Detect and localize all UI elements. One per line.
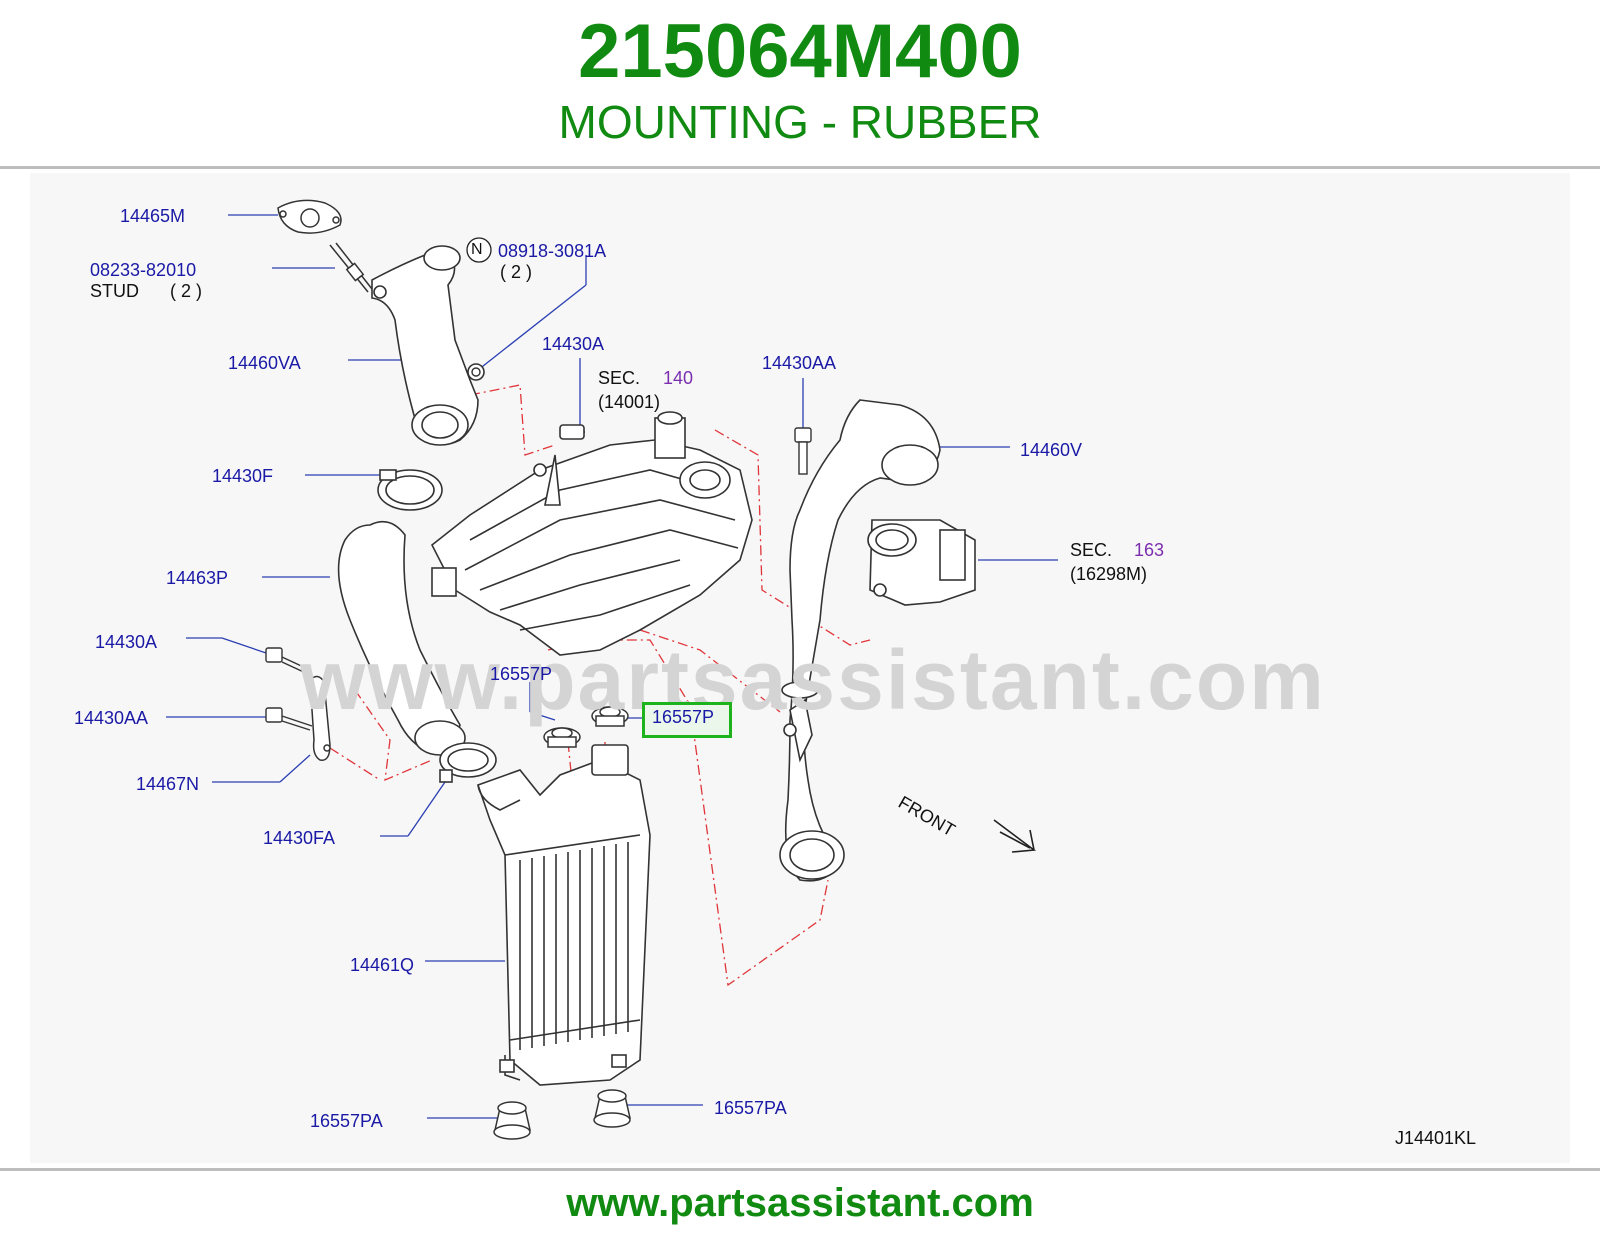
section-163-label: SEC. <box>1070 540 1113 560</box>
callout-14430AA-top[interactable]: 14430AA <box>762 353 837 373</box>
callout-16557PA-right[interactable]: 16557PA <box>714 1098 787 1118</box>
bolt-quantity: ( 2 ) <box>500 262 533 282</box>
section-140-ref: (14001) <box>598 392 661 412</box>
callout-14430A-top[interactable]: 14430A <box>542 334 605 354</box>
new-part-indicator: N <box>471 241 483 258</box>
section-140-link[interactable]: 140 <box>663 368 694 388</box>
stud-label: STUD <box>90 281 139 301</box>
footer-url[interactable]: www.partsassistant.com <box>566 1181 1034 1225</box>
callout-14467N[interactable]: 14467N <box>136 774 200 794</box>
callout-08918-3081A[interactable]: 08918-3081A <box>498 241 607 261</box>
callout-14460V[interactable]: 14460V <box>1020 440 1083 460</box>
section-140-label: SEC. <box>598 368 641 388</box>
callout-14430F[interactable]: 14430F <box>212 466 274 486</box>
callout-14430FA[interactable]: 14430FA <box>263 828 336 848</box>
stud-quantity: ( 2 ) <box>170 281 203 301</box>
section-163-link[interactable]: 163 <box>1134 540 1165 560</box>
footer-divider <box>0 1168 1600 1171</box>
highlighted-part-box <box>642 702 732 738</box>
part-number-title: 215064M400 <box>578 9 1022 94</box>
callout-16557P[interactable]: 16557P <box>490 664 553 684</box>
callout-14463P[interactable]: 14463P <box>166 568 229 588</box>
callout-16557PA-left[interactable]: 16557PA <box>310 1111 383 1131</box>
section-163-ref: (16298M) <box>1070 564 1148 584</box>
callout-14430A-left[interactable]: 14430A <box>95 632 158 652</box>
diagram-code: J14401KL <box>1395 1128 1477 1148</box>
callout-16557P-highlighted[interactable]: 16557P <box>652 707 715 727</box>
callout-08233-82010[interactable]: 08233-82010 <box>90 260 197 280</box>
callout-14461Q[interactable]: 14461Q <box>350 955 415 975</box>
header-divider <box>0 166 1600 169</box>
part-description: MOUNTING - RUBBER <box>558 96 1042 148</box>
callout-14465M[interactable]: 14465M <box>120 206 186 226</box>
callout-14430AA-left[interactable]: 14430AA <box>74 708 149 728</box>
watermark: www.partsassistant.com <box>300 633 1326 727</box>
callout-14460VA[interactable]: 14460VA <box>228 353 301 373</box>
